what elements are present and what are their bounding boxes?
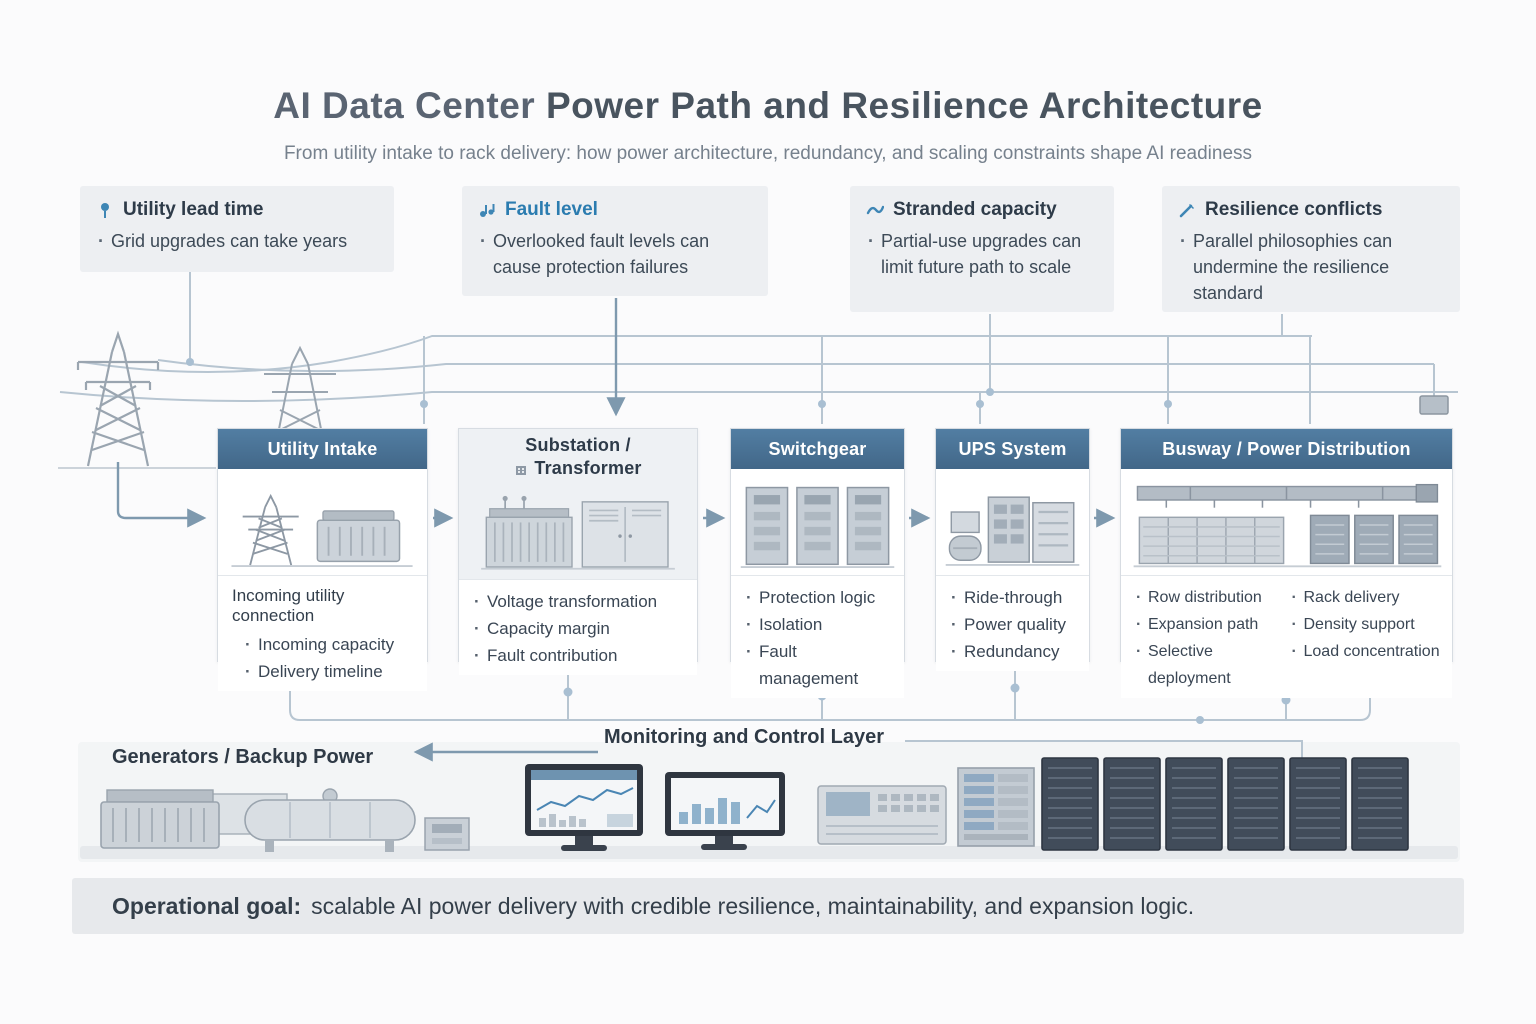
- stage-bullet: Fault contribution: [473, 642, 685, 669]
- callout-stranded-capacity: Stranded capacity Partial-use upgrades c…: [850, 186, 1114, 312]
- operational-goal-bar: Operational goal: scalable AI power deli…: [72, 878, 1464, 934]
- transmission-tower-icon: [76, 330, 160, 467]
- callout-title-text: Fault level: [505, 199, 598, 220]
- stage-body: Incoming utility connection Incoming cap…: [218, 575, 427, 691]
- monitoring-screens-icon: [525, 764, 785, 851]
- busway-icon: [1133, 483, 1442, 568]
- stage-body: Protection logic Isolation Fault managem…: [731, 575, 904, 698]
- callout-title: Fault level: [478, 199, 752, 221]
- stage-title: UPS System: [958, 438, 1067, 459]
- busway-illustration: [1121, 469, 1452, 575]
- generators-backup-power-label: Generators / Backup Power: [112, 746, 374, 768]
- title-rest: Power Path and Resilience Architecture: [535, 84, 1263, 126]
- stage-header: Busway / Power Distribution: [1121, 429, 1452, 469]
- callout-bullet: Grid upgrades can take years: [96, 228, 378, 254]
- stage-title: Busway / Power Distribution: [1162, 438, 1411, 459]
- switchgear-icon: [740, 486, 895, 569]
- callout-utility-lead-time: Utility lead time Grid upgrades can take…: [80, 186, 394, 272]
- stage-title-line2-wrap: Transformer: [514, 457, 641, 480]
- pole-equipment-icon: [1419, 395, 1449, 415]
- resilience-conflicts-icon: [1179, 204, 1194, 218]
- stage-body: Ride-through Power quality Redundancy: [936, 575, 1089, 671]
- callout-title-text: Resilience conflicts: [1205, 199, 1383, 220]
- control-console-icon: [817, 767, 1035, 847]
- stage-lead-text: Incoming utility connection: [232, 586, 345, 625]
- stage-card-substation-transformer: Substation / Transformer: [458, 428, 698, 675]
- stage-header: Utility Intake: [218, 429, 427, 469]
- stage-bullet: Voltage transformation: [473, 588, 685, 615]
- callout-fault-level: Fault level Overlooked fault levels can …: [462, 186, 768, 296]
- callout-title: Utility lead time: [96, 199, 378, 221]
- stage-bullet: Isolation: [745, 611, 892, 638]
- callout-title-text: Utility lead time: [123, 199, 264, 220]
- stranded-capacity-icon: [866, 205, 884, 215]
- substation-building-icon: [516, 465, 527, 475]
- stage-body: Row distribution Expansion path Selectiv…: [1121, 575, 1452, 698]
- operational-goal-label: Operational goal:: [112, 892, 302, 919]
- stage-card-ups-system: UPS System: [935, 428, 1090, 671]
- stage-card-utility-intake: Utility Intake Incoming utility conn: [217, 428, 428, 691]
- callout-bullet: Partial-use upgrades can limit future pa…: [866, 228, 1098, 280]
- server-racks-icon: [1041, 757, 1409, 851]
- monitoring-control-layer-label: Monitoring and Control Layer: [604, 726, 884, 748]
- stage-bullet: Incoming capacity: [244, 631, 415, 658]
- stage-header: Switchgear: [731, 429, 904, 469]
- callout-bullet: Overlooked fault levels can cause protec…: [478, 228, 752, 280]
- stage-title-line2: Transformer: [534, 458, 642, 478]
- stage-bullet: Ride-through: [950, 584, 1077, 611]
- fault-level-icon: [480, 204, 495, 217]
- callout-title-text: Stranded capacity: [893, 199, 1057, 220]
- title-prefix: AI Data Center: [273, 84, 536, 126]
- stage-bullet: Redundancy: [950, 638, 1077, 665]
- lead-time-pin-icon: [101, 203, 109, 218]
- stage-bullet: Protection logic: [745, 584, 892, 611]
- ups-illustration: [936, 469, 1089, 575]
- callout-bullet: Parallel philosophies can undermine the …: [1178, 228, 1444, 306]
- stage-title: Utility Intake: [267, 438, 378, 459]
- stage-bullet: Selective deployment: [1135, 638, 1285, 692]
- stage-body: Voltage transformation Capacity margin F…: [459, 579, 697, 675]
- stage-header: Substation / Transformer: [459, 429, 697, 481]
- stage-bullet: Density support: [1291, 611, 1441, 638]
- stage-bullet: Expansion path: [1135, 611, 1285, 638]
- callout-resilience-conflicts: Resilience conflicts Parallel philosophi…: [1162, 186, 1460, 312]
- stage-bullet: Load concentration: [1291, 638, 1441, 665]
- stage-bullet: Power quality: [950, 611, 1077, 638]
- stage-bullet: Rack delivery: [1291, 584, 1441, 611]
- utility-intake-icon: [231, 493, 413, 567]
- stage-bullet: Fault management: [745, 638, 892, 692]
- switchgear-illustration: [731, 469, 904, 575]
- page-title: AI Data Center Power Path and Resilience…: [0, 85, 1536, 127]
- callout-title: Resilience conflicts: [1178, 199, 1444, 221]
- callout-title: Stranded capacity: [866, 199, 1098, 221]
- operational-goal-text: scalable AI power delivery with credible…: [311, 892, 1195, 919]
- utility-intake-illustration: [218, 469, 427, 575]
- stage-bullet: Row distribution: [1135, 584, 1285, 611]
- generators-icon: [100, 788, 470, 852]
- stage-bullet: Capacity margin: [473, 615, 685, 642]
- stage-title: Switchgear: [768, 438, 867, 459]
- stage-card-switchgear: Switchgear: [730, 428, 905, 698]
- stage-card-busway-power-distribution: Busway / Power Distribution: [1120, 428, 1453, 698]
- stage-title-line1: Substation /: [525, 435, 631, 455]
- page-subtitle: From utility intake to rack delivery: ho…: [283, 143, 1253, 164]
- transformer-icon: [481, 495, 675, 570]
- ups-icon: [945, 496, 1080, 566]
- stage-header: UPS System: [936, 429, 1089, 469]
- substation-illustration: [459, 481, 697, 579]
- stage-bullet: Delivery timeline: [244, 658, 415, 685]
